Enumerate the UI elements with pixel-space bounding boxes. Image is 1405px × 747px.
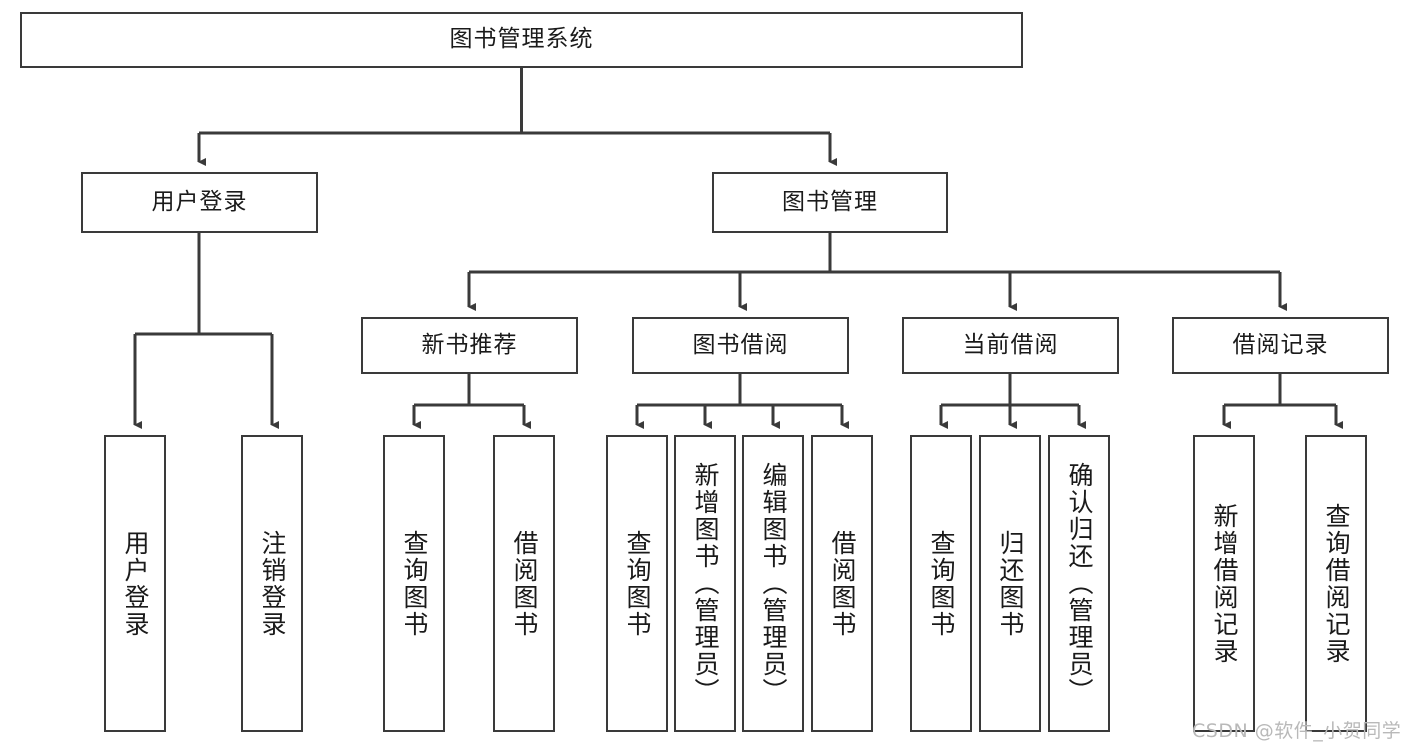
- node-root-book-management-system[interactable]: 图书管理系统: [20, 12, 1023, 68]
- node-label: 当前借阅: [962, 331, 1059, 358]
- node-label: 借阅记录: [1232, 331, 1329, 358]
- node-label: 新增图书（管理员）: [691, 462, 720, 705]
- node-label: 查询图书: [400, 529, 429, 638]
- node-leaf-borrow-book-borrow[interactable]: 借阅图书: [811, 435, 873, 732]
- node-label: 图书管理系统: [449, 26, 594, 53]
- node-label: 借阅图书: [510, 529, 539, 638]
- node-new-book-recommend[interactable]: 新书推荐: [361, 317, 578, 374]
- node-label: 查询借阅记录: [1322, 502, 1351, 665]
- csdn-watermark: CSDN @软件_小贺同学: [1192, 720, 1402, 742]
- node-user-login[interactable]: 用户登录: [81, 172, 318, 233]
- node-label: 新书推荐: [421, 331, 518, 358]
- node-leaf-user-login[interactable]: 用户登录: [104, 435, 166, 732]
- node-label: 归还图书: [996, 529, 1025, 638]
- node-current-borrow[interactable]: 当前借阅: [902, 317, 1119, 374]
- node-borrow-record[interactable]: 借阅记录: [1172, 317, 1389, 374]
- node-leaf-add-book-admin[interactable]: 新增图书（管理员）: [674, 435, 736, 732]
- node-leaf-user-logout[interactable]: 注销登录: [241, 435, 303, 732]
- node-leaf-edit-book-admin[interactable]: 编辑图书（管理员）: [742, 435, 804, 732]
- node-label: 确认归还（管理员）: [1065, 462, 1094, 705]
- node-label: 注销登录: [258, 529, 287, 638]
- node-leaf-add-borrow-record[interactable]: 新增借阅记录: [1193, 435, 1255, 732]
- node-leaf-query-book-borrow[interactable]: 查询图书: [606, 435, 668, 732]
- node-label: 图书借阅: [692, 331, 789, 358]
- node-label: 用户登录: [151, 188, 248, 215]
- node-label: 借阅图书: [828, 529, 857, 638]
- node-label: 新增借阅记录: [1210, 502, 1239, 665]
- node-leaf-borrow-book-new[interactable]: 借阅图书: [493, 435, 555, 732]
- node-label: 用户登录: [121, 529, 150, 638]
- node-leaf-confirm-return-admin[interactable]: 确认归还（管理员）: [1048, 435, 1110, 732]
- node-label: 图书管理: [782, 188, 878, 215]
- node-label: 查询图书: [927, 529, 956, 638]
- node-label: 查询图书: [623, 529, 652, 638]
- node-book-management[interactable]: 图书管理: [712, 172, 948, 233]
- node-leaf-query-book-new[interactable]: 查询图书: [383, 435, 445, 732]
- node-leaf-return-book[interactable]: 归还图书: [979, 435, 1041, 732]
- node-label: 编辑图书（管理员）: [759, 462, 788, 705]
- node-leaf-query-borrow-record[interactable]: 查询借阅记录: [1305, 435, 1367, 732]
- node-book-borrow[interactable]: 图书借阅: [632, 317, 849, 374]
- node-leaf-query-book-current[interactable]: 查询图书: [910, 435, 972, 732]
